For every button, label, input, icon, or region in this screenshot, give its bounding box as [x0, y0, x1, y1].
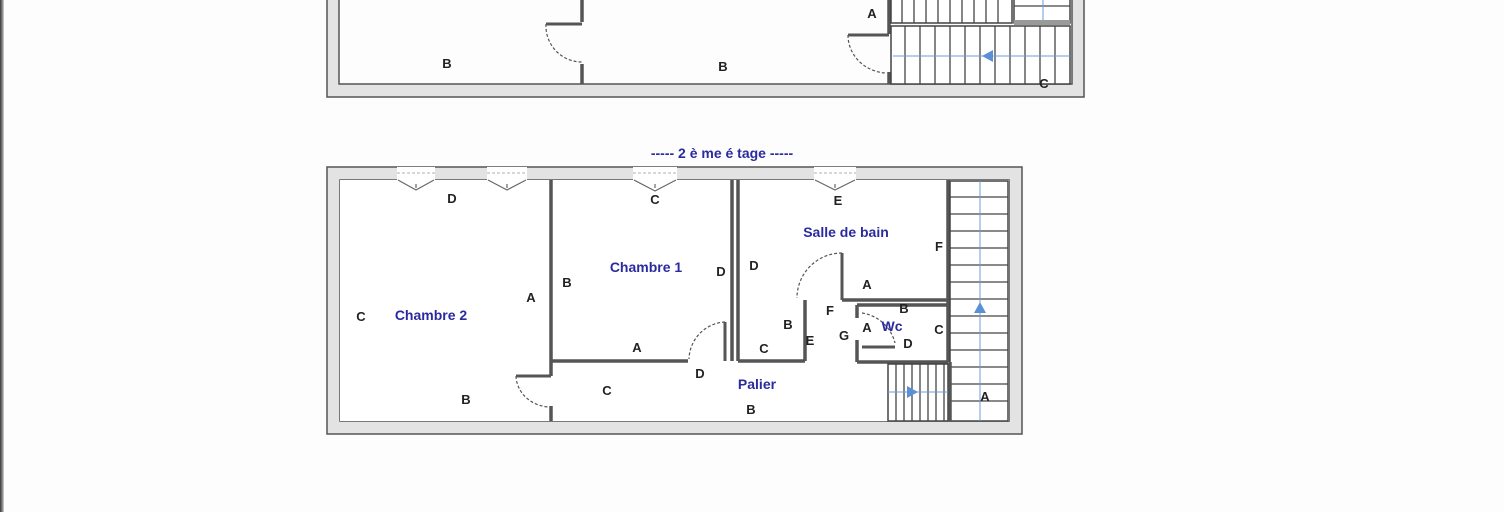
- stairs-vertical: [949, 180, 1009, 422]
- wall-label: B: [746, 402, 755, 417]
- wall-label: B: [442, 56, 451, 71]
- room-label-palier: Palier: [738, 376, 777, 392]
- wall-label: C: [759, 341, 769, 356]
- wall-label: B: [783, 317, 792, 332]
- stair-direction-arrow-icon: [982, 50, 993, 62]
- wall-label: A: [980, 389, 990, 404]
- wall-label: D: [903, 336, 912, 351]
- viewer-left-border: [0, 0, 4, 512]
- wall-label: D: [695, 366, 704, 381]
- window: [397, 167, 435, 191]
- wall-label: C: [602, 383, 612, 398]
- room-label-chambre-1: Chambre 1: [610, 259, 683, 275]
- wall-label: C: [650, 192, 660, 207]
- floor-title: ----- 2 è me é tage -----: [651, 145, 794, 161]
- upper-stairs-top: [890, 0, 1071, 25]
- room-label-salle-de-bain: Salle de bain: [803, 224, 889, 240]
- stair-direction-arrow-icon: [974, 302, 986, 313]
- wall-label: A: [526, 290, 536, 305]
- upper-outer-wall: [326, 0, 1085, 98]
- upper-floor-plan: B B A C: [326, 0, 1085, 98]
- wall-label: B: [899, 301, 908, 316]
- door-swing: [515, 375, 550, 408]
- wall-label: G: [839, 328, 849, 343]
- wall-label: F: [826, 303, 834, 318]
- wall-label: A: [862, 320, 872, 335]
- wall-label: B: [718, 59, 727, 74]
- window: [633, 167, 677, 192]
- wall-label: B: [461, 392, 470, 407]
- wall-label: C: [356, 309, 366, 324]
- window: [487, 167, 527, 191]
- room-label-wc: Wc: [882, 318, 903, 334]
- wall-label: D: [749, 258, 758, 273]
- door-swing: [688, 321, 726, 360]
- wall-label: E: [834, 193, 843, 208]
- door-swing: [796, 252, 843, 299]
- stair-direction-arrow-icon: [907, 386, 918, 398]
- window: [814, 167, 856, 191]
- upper-stairs-bottom: [890, 25, 1071, 85]
- wall-label: A: [867, 6, 877, 21]
- upper-door-swing-1: [545, 23, 583, 63]
- wall-label: C: [934, 322, 944, 337]
- upper-door-swing-2: [847, 34, 887, 74]
- wall-label: A: [632, 340, 642, 355]
- wall-label: C: [1039, 76, 1049, 91]
- wall-label: B: [562, 275, 571, 290]
- door-swing: [861, 312, 896, 344]
- second-floor-plan: ----- 2 è me é tage -----: [326, 145, 1023, 435]
- wall-label: D: [447, 191, 456, 206]
- wall-label: A: [862, 277, 872, 292]
- stairs-horizontal: [887, 362, 952, 422]
- wall-label: F: [935, 239, 943, 254]
- wall-label: E: [806, 333, 815, 348]
- wall-label: D: [716, 264, 725, 279]
- room-label-chambre-2: Chambre 2: [395, 307, 468, 323]
